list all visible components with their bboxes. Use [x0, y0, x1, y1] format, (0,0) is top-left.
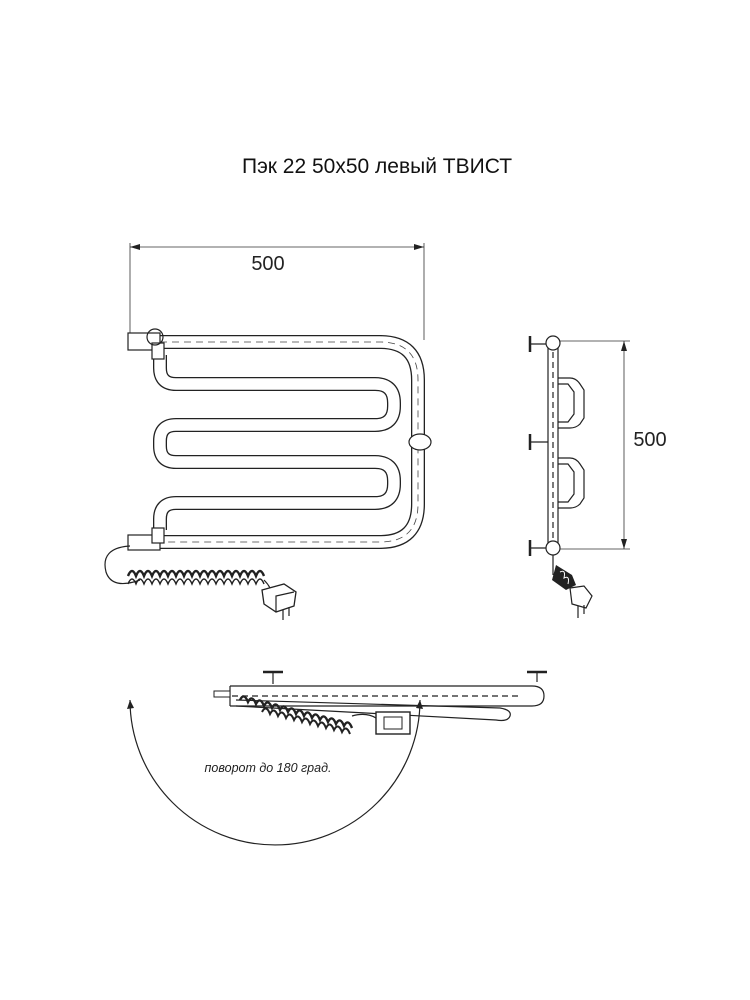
- wall-mount-bracket: [408, 433, 432, 451]
- height-label: 500: [633, 429, 666, 451]
- plug: [261, 583, 297, 620]
- towel-rail-pipe: [153, 335, 425, 549]
- height-dimension: 500: [560, 340, 667, 550]
- top-view: поворот до 180 град.: [127, 670, 547, 846]
- power-cable: [104, 545, 273, 597]
- rotation-note: поворот до 180 град.: [205, 761, 332, 775]
- left-fittings: [127, 328, 165, 551]
- top-plug: [375, 711, 411, 735]
- rotation-arc: [127, 699, 423, 846]
- front-view: 500: [104, 243, 432, 620]
- side-mounts: [528, 335, 561, 556]
- width-dimension: 500: [129, 243, 425, 340]
- side-cable: [552, 555, 593, 618]
- width-label: 500: [251, 253, 284, 275]
- side-view: 500: [528, 335, 667, 618]
- drawing-title: Пэк 22 50х50 левый ТВИСТ: [242, 155, 512, 178]
